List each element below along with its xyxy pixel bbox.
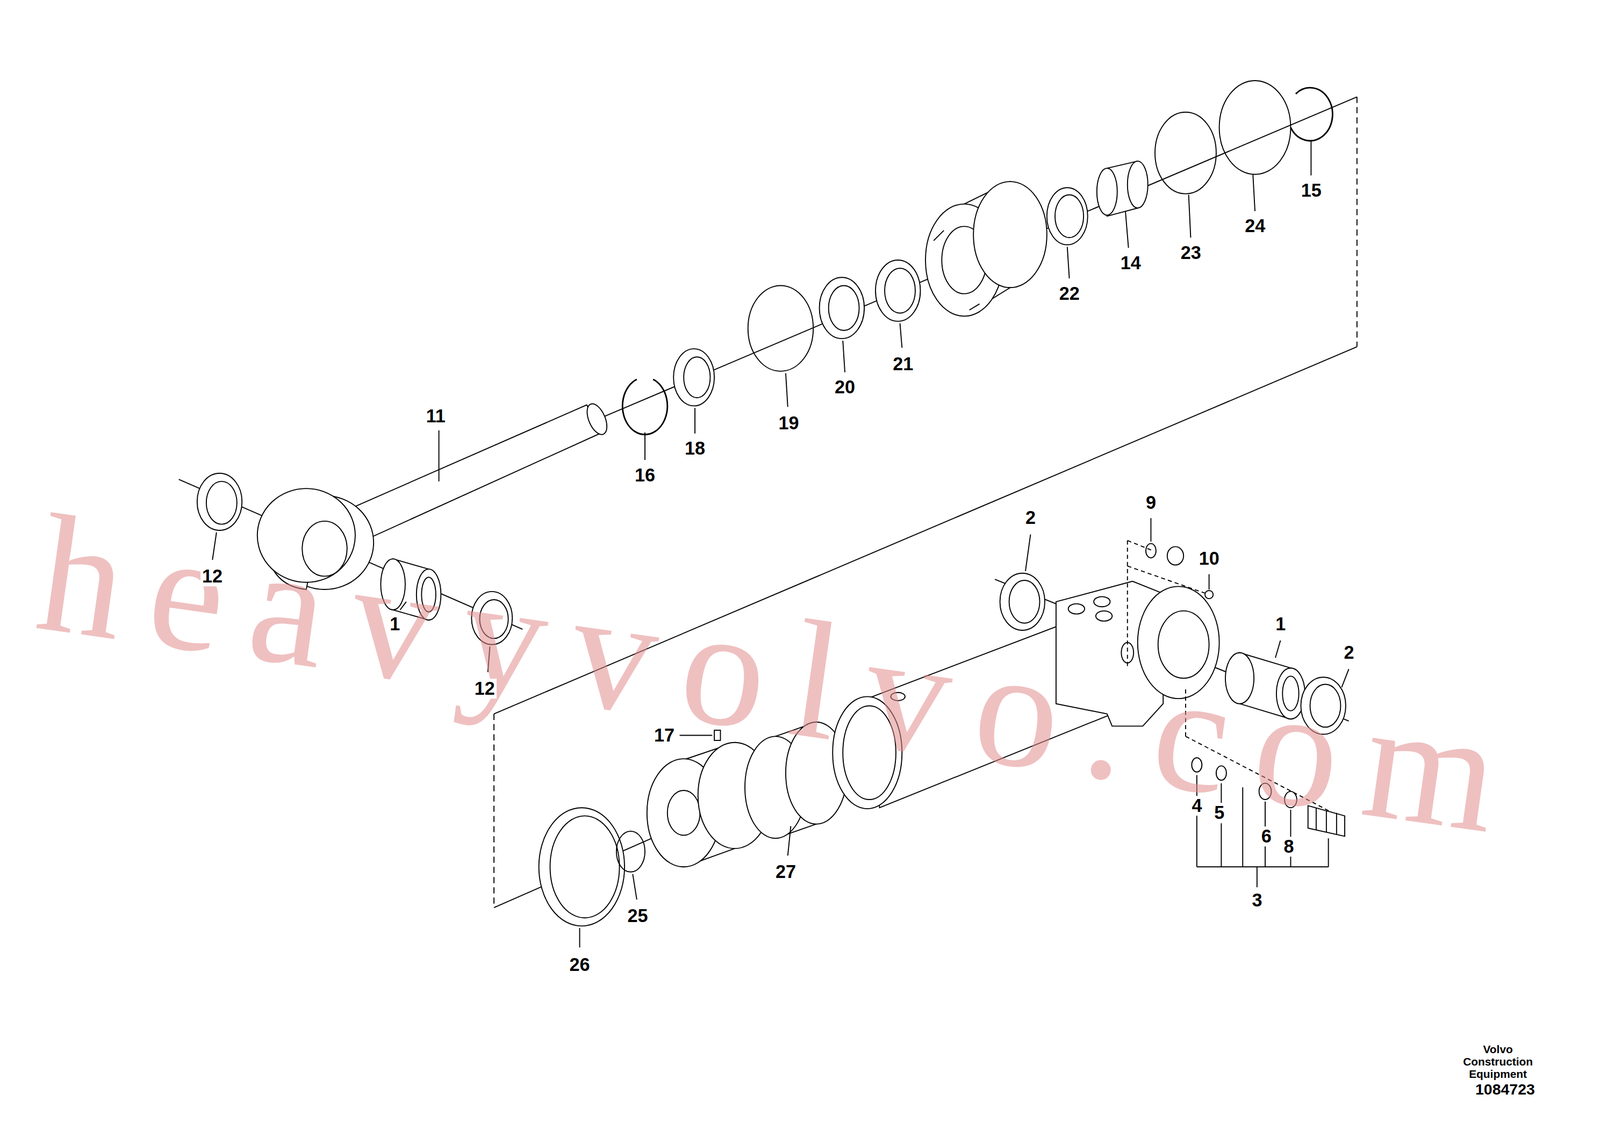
callout-number: 4: [1190, 795, 1204, 817]
callout-number: 1084723: [1473, 1081, 1537, 1099]
callout-number: 22: [1057, 283, 1082, 305]
callout-number: 23: [1179, 242, 1203, 264]
callout-number: 5: [1212, 802, 1226, 824]
callout-number: 18: [683, 439, 707, 460]
callout-number: 6: [1259, 826, 1274, 848]
callout-number: 21: [891, 354, 915, 375]
callout-number: 25: [626, 906, 650, 927]
callout-number: 1: [388, 614, 402, 635]
callout-number: 12: [200, 566, 225, 587]
callout-number: 15: [1299, 180, 1324, 202]
callout-number: 9: [1144, 492, 1158, 514]
callout-number: 2: [1342, 642, 1356, 664]
callout-number: 1: [1273, 614, 1288, 635]
callout-number: 27: [773, 862, 798, 884]
callout-number: 12: [472, 678, 497, 700]
callout-number: 16: [633, 465, 657, 486]
callout-number: 26: [567, 955, 592, 976]
callout-number: 14: [1118, 253, 1143, 274]
callout-number: 3: [1250, 891, 1265, 912]
callout-number: 20: [833, 377, 857, 399]
callout-number: 8: [1281, 836, 1296, 858]
callout-number: 17: [652, 725, 677, 746]
callout-number: 11: [424, 406, 448, 427]
callout-number: 10: [1197, 549, 1222, 570]
callout-number: 2: [1023, 508, 1038, 529]
publisher-note: Volvo Construction Equipment: [1455, 1043, 1541, 1081]
callout-number: 24: [1243, 216, 1267, 238]
callout-number: 19: [777, 413, 801, 434]
